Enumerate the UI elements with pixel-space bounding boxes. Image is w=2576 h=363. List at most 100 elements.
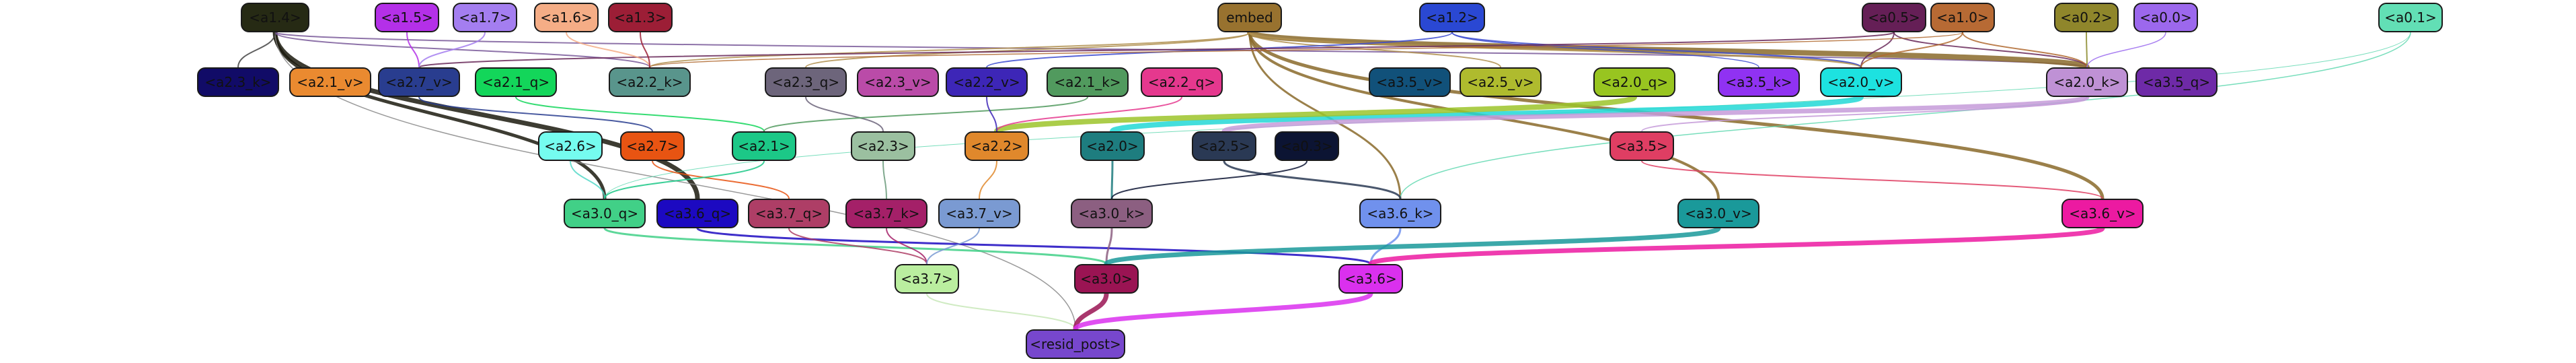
- node-a0-3[interactable]: <a0.3>: [1275, 131, 1339, 161]
- edge-a1_5-to-a2_7_v: [406, 32, 420, 68]
- edge-a1_4-to-a2_3_k: [237, 32, 276, 68]
- edge-a1_0-to-a2_0_v: [1860, 32, 1963, 68]
- edge-a1_3-to-a2_2_k: [640, 32, 650, 68]
- edge-a2_1-to-a3_0_q: [604, 160, 765, 199]
- edge-a1_4-to-a2_2_k: [274, 32, 650, 68]
- edge-a0_5-to-a2_0_v: [1860, 32, 1895, 68]
- node-a2-1[interactable]: <a2.1>: [732, 131, 796, 161]
- edge-a0_3-to-a3_0_k: [1111, 160, 1308, 199]
- node-a1-5[interactable]: <a1.5>: [375, 3, 439, 32]
- node-a3-5-v[interactable]: <a3.5_v>: [1369, 67, 1451, 97]
- node-a3-6-k[interactable]: <a3.6_k>: [1359, 199, 1441, 228]
- node-a1-6[interactable]: <a1.6>: [534, 3, 599, 32]
- node-a3-6-v[interactable]: <a3.6_v>: [2061, 199, 2144, 228]
- edge-a1_2-to-a2_2_v: [986, 32, 1453, 68]
- edge-a3_6-to-resid_post: [1073, 292, 1373, 331]
- edge-a2_3-to-a3_7_k: [882, 160, 887, 199]
- node-a2-2-k[interactable]: <a2.2_k>: [609, 67, 691, 97]
- node-a0-1[interactable]: <a0.1>: [2378, 3, 2443, 32]
- edge-a3_6_q-to-a3_6: [696, 227, 1372, 265]
- edge-a0_2-to-a2_0_k: [2086, 32, 2088, 68]
- edge-a1_2-to-a2_0_v: [1451, 32, 1862, 68]
- node-a2-1-k[interactable]: <a2.1_k>: [1047, 67, 1129, 97]
- node-a2-2-q[interactable]: <a2.2_q>: [1141, 67, 1223, 97]
- edge-a2_3_q-to-a2_3: [805, 96, 884, 132]
- edge-a0_5-to-a2_7_v: [418, 32, 1895, 68]
- edge-a3_0-to-resid_post: [1073, 293, 1109, 330]
- node-a3-7[interactable]: <a3.7>: [895, 264, 959, 294]
- node-a2-2-v[interactable]: <a2.2_v>: [946, 67, 1028, 97]
- node-embed[interactable]: embed: [1217, 3, 1282, 32]
- edge-a3_5-to-a3_6_v: [1641, 160, 2103, 199]
- edge-a0_1-to-a3_6_k: [1400, 32, 2411, 199]
- node-a2-3-q[interactable]: <a2.3_q>: [765, 67, 847, 97]
- edge-a2_7_v-to-a2_7: [418, 96, 653, 132]
- edge-a2_2_q-to-a2_2: [996, 96, 1182, 132]
- edge-a1_4-to-a3_6_q: [272, 32, 700, 199]
- node-a2-1-v[interactable]: <a2.1_v>: [289, 67, 371, 97]
- node-a2-0-q[interactable]: <a2.0_q>: [1593, 67, 1675, 97]
- node-a2-2[interactable]: <a2.2>: [964, 131, 1029, 161]
- node-a2-5[interactable]: <a2.5>: [1192, 131, 1256, 161]
- edge-embed-to-a2_5_v: [1249, 32, 1501, 68]
- node-a2-0-v[interactable]: <a2.0_v>: [1820, 67, 1902, 97]
- node-a3-0-k[interactable]: <a3.0_k>: [1071, 199, 1153, 228]
- edge-a1_0-to-a2_0_k: [1962, 32, 2088, 68]
- edge-a2_0_v-to-a2_0: [1110, 94, 1864, 134]
- node-a3-0-q[interactable]: <a3.0_q>: [564, 199, 646, 228]
- node-a1-2[interactable]: <a1.2>: [1419, 3, 1485, 32]
- edge-a1_0-to-a2_2_k: [649, 32, 1963, 68]
- node-a0-2[interactable]: <a0.2>: [2054, 3, 2119, 32]
- node-a3-5-q[interactable]: <a3.5_q>: [2135, 67, 2218, 97]
- edge-a2_1_k-to-a2_1: [763, 96, 1088, 132]
- edge-a2_6-to-a3_0_q: [570, 160, 605, 199]
- node-a3-0[interactable]: <a3.0>: [1074, 264, 1139, 294]
- node-a3-5-k[interactable]: <a3.5_k>: [1718, 67, 1800, 97]
- node-a2-3-v[interactable]: <a2.3_v>: [857, 67, 939, 97]
- edge-embed-to-a2_2_k: [649, 32, 1250, 68]
- node-a2-1-q[interactable]: <a2.1_q>: [475, 67, 557, 97]
- edge-a1_6-to-a2_2_k: [566, 32, 650, 68]
- node-a2-5-v[interactable]: <a2.5_v>: [1460, 67, 1542, 97]
- edge-a0_0-to-a2_0_k: [2086, 32, 2166, 68]
- node-a3-6[interactable]: <a3.6>: [1338, 264, 1403, 294]
- node-a2-0-k[interactable]: <a2.0_k>: [2046, 67, 2128, 97]
- node-a3-6-q[interactable]: <a3.6_q>: [656, 199, 738, 228]
- node-a2-3-k[interactable]: <a2.3_k>: [197, 67, 279, 97]
- node-a3-7-k[interactable]: <a3.7_k>: [845, 199, 927, 228]
- edge-embed-to-a2_3_q: [805, 32, 1250, 68]
- edge-a2_2-to-a3_7_v: [979, 160, 997, 199]
- node-a3-7-q[interactable]: <a3.7_q>: [748, 199, 830, 228]
- edge-a3_7_k-to-a3_7: [886, 228, 927, 265]
- node-a1-7[interactable]: <a1.7>: [453, 3, 517, 32]
- edge-a3_6_v-to-a3_6: [1368, 226, 2105, 267]
- node-resid-post[interactable]: <resid_post>: [1026, 329, 1125, 359]
- edge-a1_7-to-a2_7_v: [418, 32, 486, 68]
- edge-embed-to-a2_0_v: [1248, 31, 1862, 69]
- node-a3-5[interactable]: <a3.5>: [1609, 131, 1674, 161]
- edge-a2_0_q-to-a2_2: [994, 94, 1637, 134]
- edge-a3_7_q-to-a3_7: [788, 228, 927, 265]
- edge-a3_7_v-to-a3_7: [926, 228, 980, 265]
- node-a1-0[interactable]: <a1.0>: [1930, 3, 1995, 32]
- node-a3-7-v[interactable]: <a3.7_v>: [938, 199, 1020, 228]
- node-a1-4[interactable]: <a1.4>: [241, 3, 309, 32]
- node-a0-5[interactable]: <a0.5>: [1862, 3, 1926, 32]
- edge-a2_7-to-a3_7_q: [652, 160, 790, 199]
- node-a2-7[interactable]: <a2.7>: [620, 131, 685, 161]
- node-a2-6[interactable]: <a2.6>: [538, 131, 603, 161]
- edge-a2_0_k-to-a2_5: [1221, 94, 2090, 134]
- node-a0-0[interactable]: <a0.0>: [2133, 3, 2198, 32]
- node-a3-0-v[interactable]: <a3.0_v>: [1677, 199, 1759, 228]
- edge-a1_4-to-a3_0_q: [273, 32, 607, 199]
- edge-a3_0_k-to-a3_0: [1105, 228, 1113, 265]
- node-a1-3[interactable]: <a1.3>: [608, 3, 673, 32]
- node-a2-7-v[interactable]: <a2.7_v>: [378, 67, 460, 97]
- node-a2-0[interactable]: <a2.0>: [1080, 131, 1145, 161]
- edge-a2_5-to-a3_6_k: [1223, 160, 1402, 199]
- edge-a1_2-to-a3_5_k: [1451, 32, 1759, 68]
- node-a2-3[interactable]: <a2.3>: [851, 131, 915, 161]
- edge-a3_7-to-resid_post: [926, 293, 1076, 330]
